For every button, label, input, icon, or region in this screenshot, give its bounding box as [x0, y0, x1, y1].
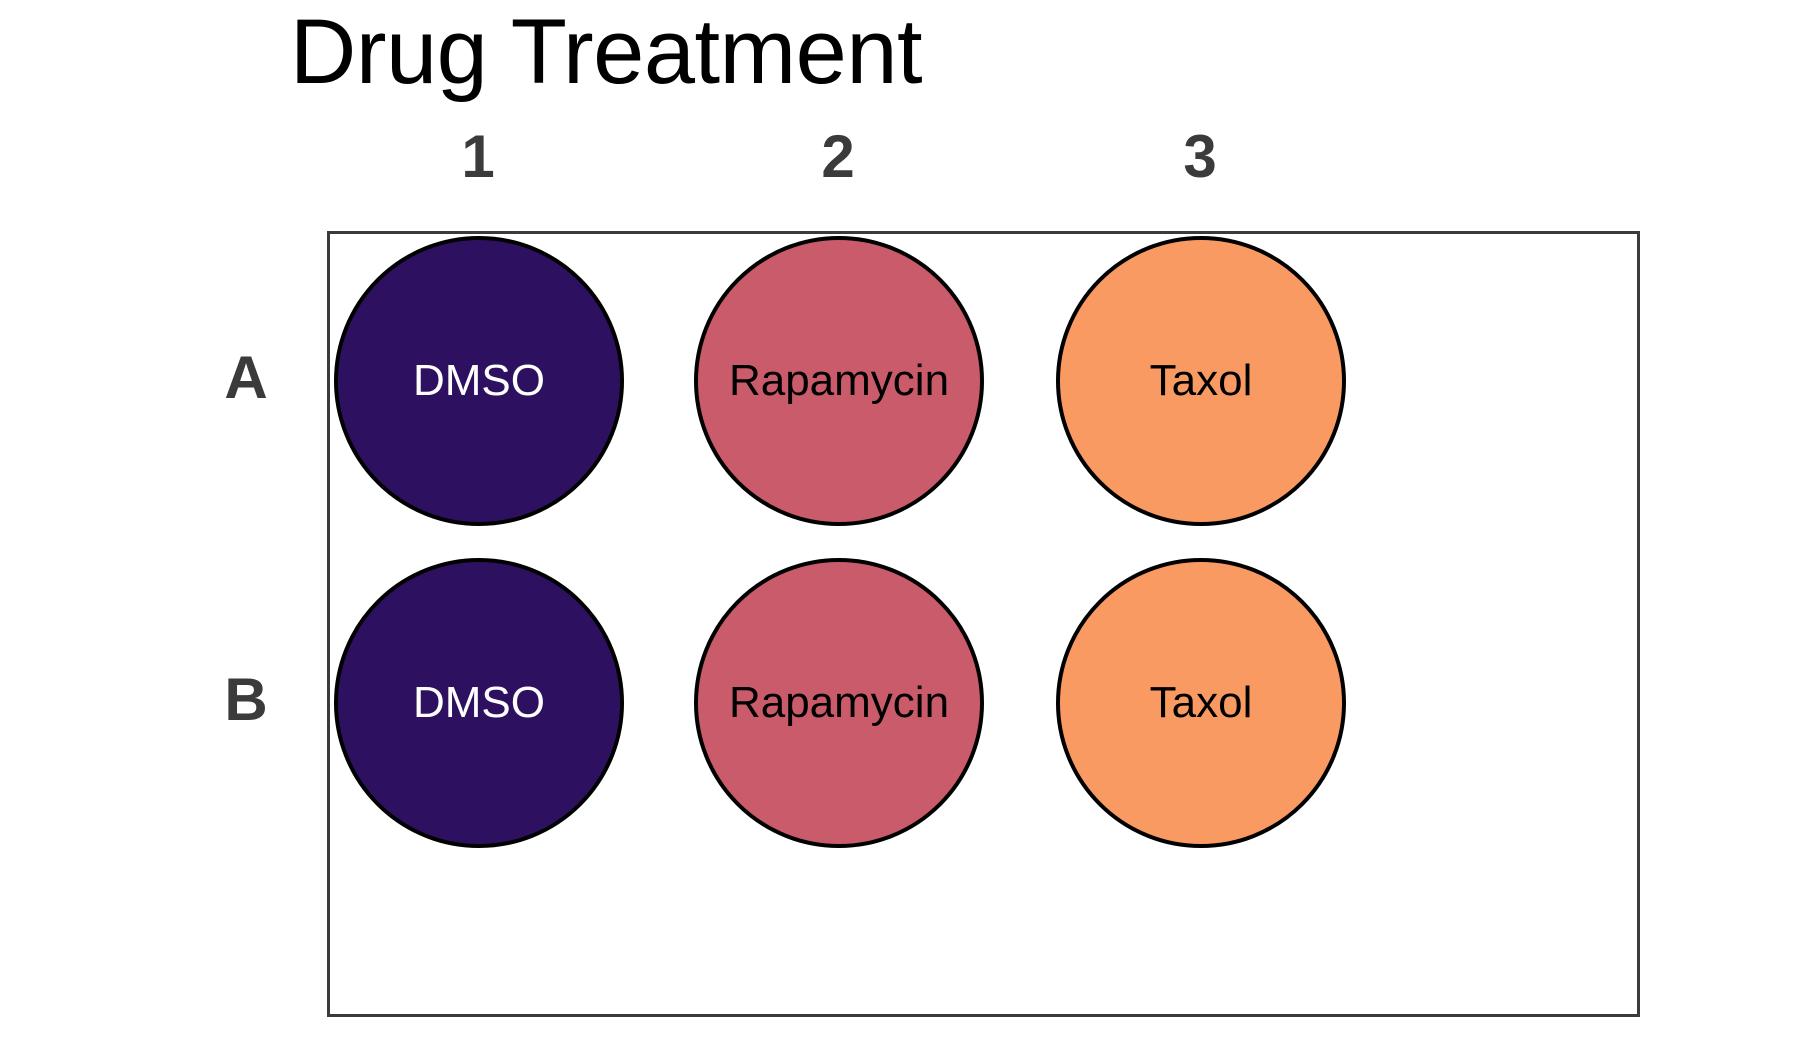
- column-header-1: 1: [461, 123, 495, 190]
- well-b2[interactable]: Rapamycin: [694, 558, 984, 848]
- well-a3[interactable]: Taxol: [1056, 236, 1346, 526]
- column-header-row: 1 2 3: [327, 118, 1640, 196]
- well-label: Rapamycin: [728, 678, 950, 727]
- well-label: Taxol: [1149, 356, 1253, 405]
- row-header-column: A B: [186, 231, 327, 1017]
- well-label: Taxol: [1149, 678, 1253, 727]
- well-label: DMSO: [413, 356, 545, 405]
- well-label: DMSO: [413, 678, 545, 727]
- column-header-3: 3: [1183, 123, 1217, 190]
- well-a2[interactable]: Rapamycin: [694, 236, 984, 526]
- column-header-2: 2: [821, 123, 855, 190]
- well-b1[interactable]: DMSO: [334, 558, 624, 848]
- well-b3[interactable]: Taxol: [1056, 558, 1346, 848]
- page-title: Drug Treatment: [289, 1, 923, 103]
- row-header-a: A: [224, 344, 268, 411]
- row-header-b: B: [224, 666, 268, 733]
- well-label: Rapamycin: [728, 356, 950, 405]
- well-a1[interactable]: DMSO: [334, 236, 624, 526]
- plate-panel: DMSO Rapamycin Taxol DMSO Rapamycin Taxo…: [327, 231, 1640, 1017]
